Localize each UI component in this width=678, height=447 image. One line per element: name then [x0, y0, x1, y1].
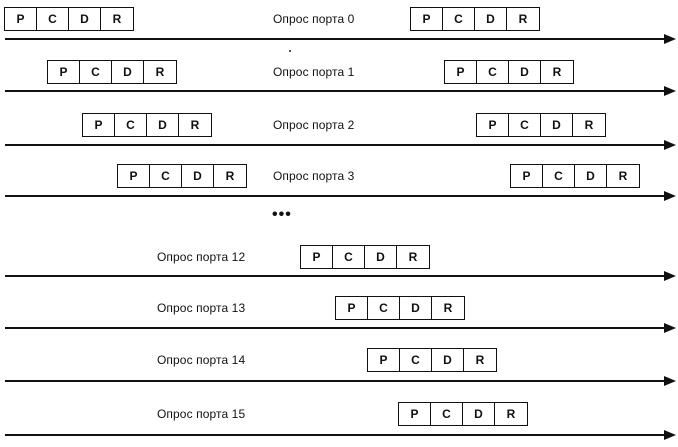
port-poll-label: Опрос порта 2	[273, 118, 355, 132]
packet-field-p: P	[48, 61, 80, 83]
packet-field-d: D	[432, 349, 464, 371]
packet-field-d: D	[541, 114, 573, 136]
packet-field-p: P	[83, 114, 115, 136]
port-poll-label: Опрос порта 0	[273, 12, 355, 26]
packet-field-c: C	[333, 246, 365, 268]
packet-field-d: D	[365, 246, 397, 268]
time-axis	[5, 38, 665, 40]
packet-field-p: P	[411, 8, 443, 30]
packet-field-p: P	[511, 165, 543, 187]
packet-field-p: P	[445, 61, 477, 83]
time-axis	[5, 195, 665, 197]
packet-field-c: C	[80, 61, 112, 83]
packet-field-r: R	[190, 118, 200, 132]
packet-field-d: D	[112, 61, 144, 83]
packet-field-r: R	[584, 118, 594, 132]
packet-field-r: R	[408, 250, 418, 264]
packet-field-r: R	[475, 353, 485, 367]
packet-field-c: C	[443, 8, 475, 30]
packet-field-c: C	[115, 114, 147, 136]
packet-field-d: D	[509, 61, 541, 83]
arrow-head-icon	[664, 430, 676, 440]
packet-field-c: C	[431, 403, 463, 425]
arrow-head-icon	[664, 376, 676, 386]
packet-field-r: R	[155, 65, 165, 79]
packet-field-d: D	[147, 114, 179, 136]
packet-field-r: R	[112, 12, 122, 26]
port-poll-label: Опрос порта 1	[273, 65, 355, 79]
arrow-head-icon	[664, 323, 676, 333]
arrow-head-icon	[664, 271, 676, 281]
packet-field-c: C	[477, 61, 509, 83]
time-axis	[5, 380, 665, 382]
arrow-head-icon	[664, 86, 676, 96]
packet-field-d: D	[575, 165, 607, 187]
packet-field-p: P	[336, 297, 368, 319]
packet-field-r: R	[552, 65, 562, 79]
packet-field-p: P	[368, 349, 400, 371]
time-axis	[5, 275, 665, 277]
packet-field-d: D	[69, 8, 101, 30]
packet-field-d: D	[400, 297, 432, 319]
port-poll-label: Опрос порта 14	[157, 353, 246, 367]
arrow-head-icon	[664, 34, 676, 44]
packet-field-d: D	[182, 165, 214, 187]
packet-field-c: C	[37, 8, 69, 30]
omitted-rows-ellipsis: •••	[272, 206, 292, 223]
packet-field-p: P	[301, 246, 333, 268]
packet-field-p: P	[5, 8, 37, 30]
packet-field-p: P	[399, 403, 431, 425]
packet-field-d: D	[475, 8, 507, 30]
port-poll-label: Опрос порта 15	[157, 407, 246, 421]
arrow-head-icon	[664, 191, 676, 201]
packet-field-c: C	[400, 349, 432, 371]
packet-field-r: R	[518, 12, 528, 26]
packet-field-c: C	[368, 297, 400, 319]
port-poll-label: Опрос порта 12	[157, 250, 246, 264]
packet-field-r: R	[506, 407, 516, 421]
time-axis	[5, 434, 665, 436]
time-axis	[5, 144, 665, 146]
time-axis	[5, 327, 665, 329]
packet-field-r: R	[443, 301, 453, 315]
time-axis	[5, 90, 665, 92]
packet-field-r: R	[225, 169, 235, 183]
packet-field-d: D	[463, 403, 495, 425]
arrow-head-icon	[664, 140, 676, 150]
stray-dot	[289, 50, 291, 52]
packet-field-p: P	[118, 165, 150, 187]
packet-field-c: C	[150, 165, 182, 187]
packet-field-r: R	[618, 169, 628, 183]
port-poll-label: Опрос порта 13	[157, 301, 246, 315]
packet-field-p: P	[477, 114, 509, 136]
packet-field-c: C	[543, 165, 575, 187]
packet-field-c: C	[509, 114, 541, 136]
port-poll-label: Опрос порта 3	[273, 169, 355, 183]
